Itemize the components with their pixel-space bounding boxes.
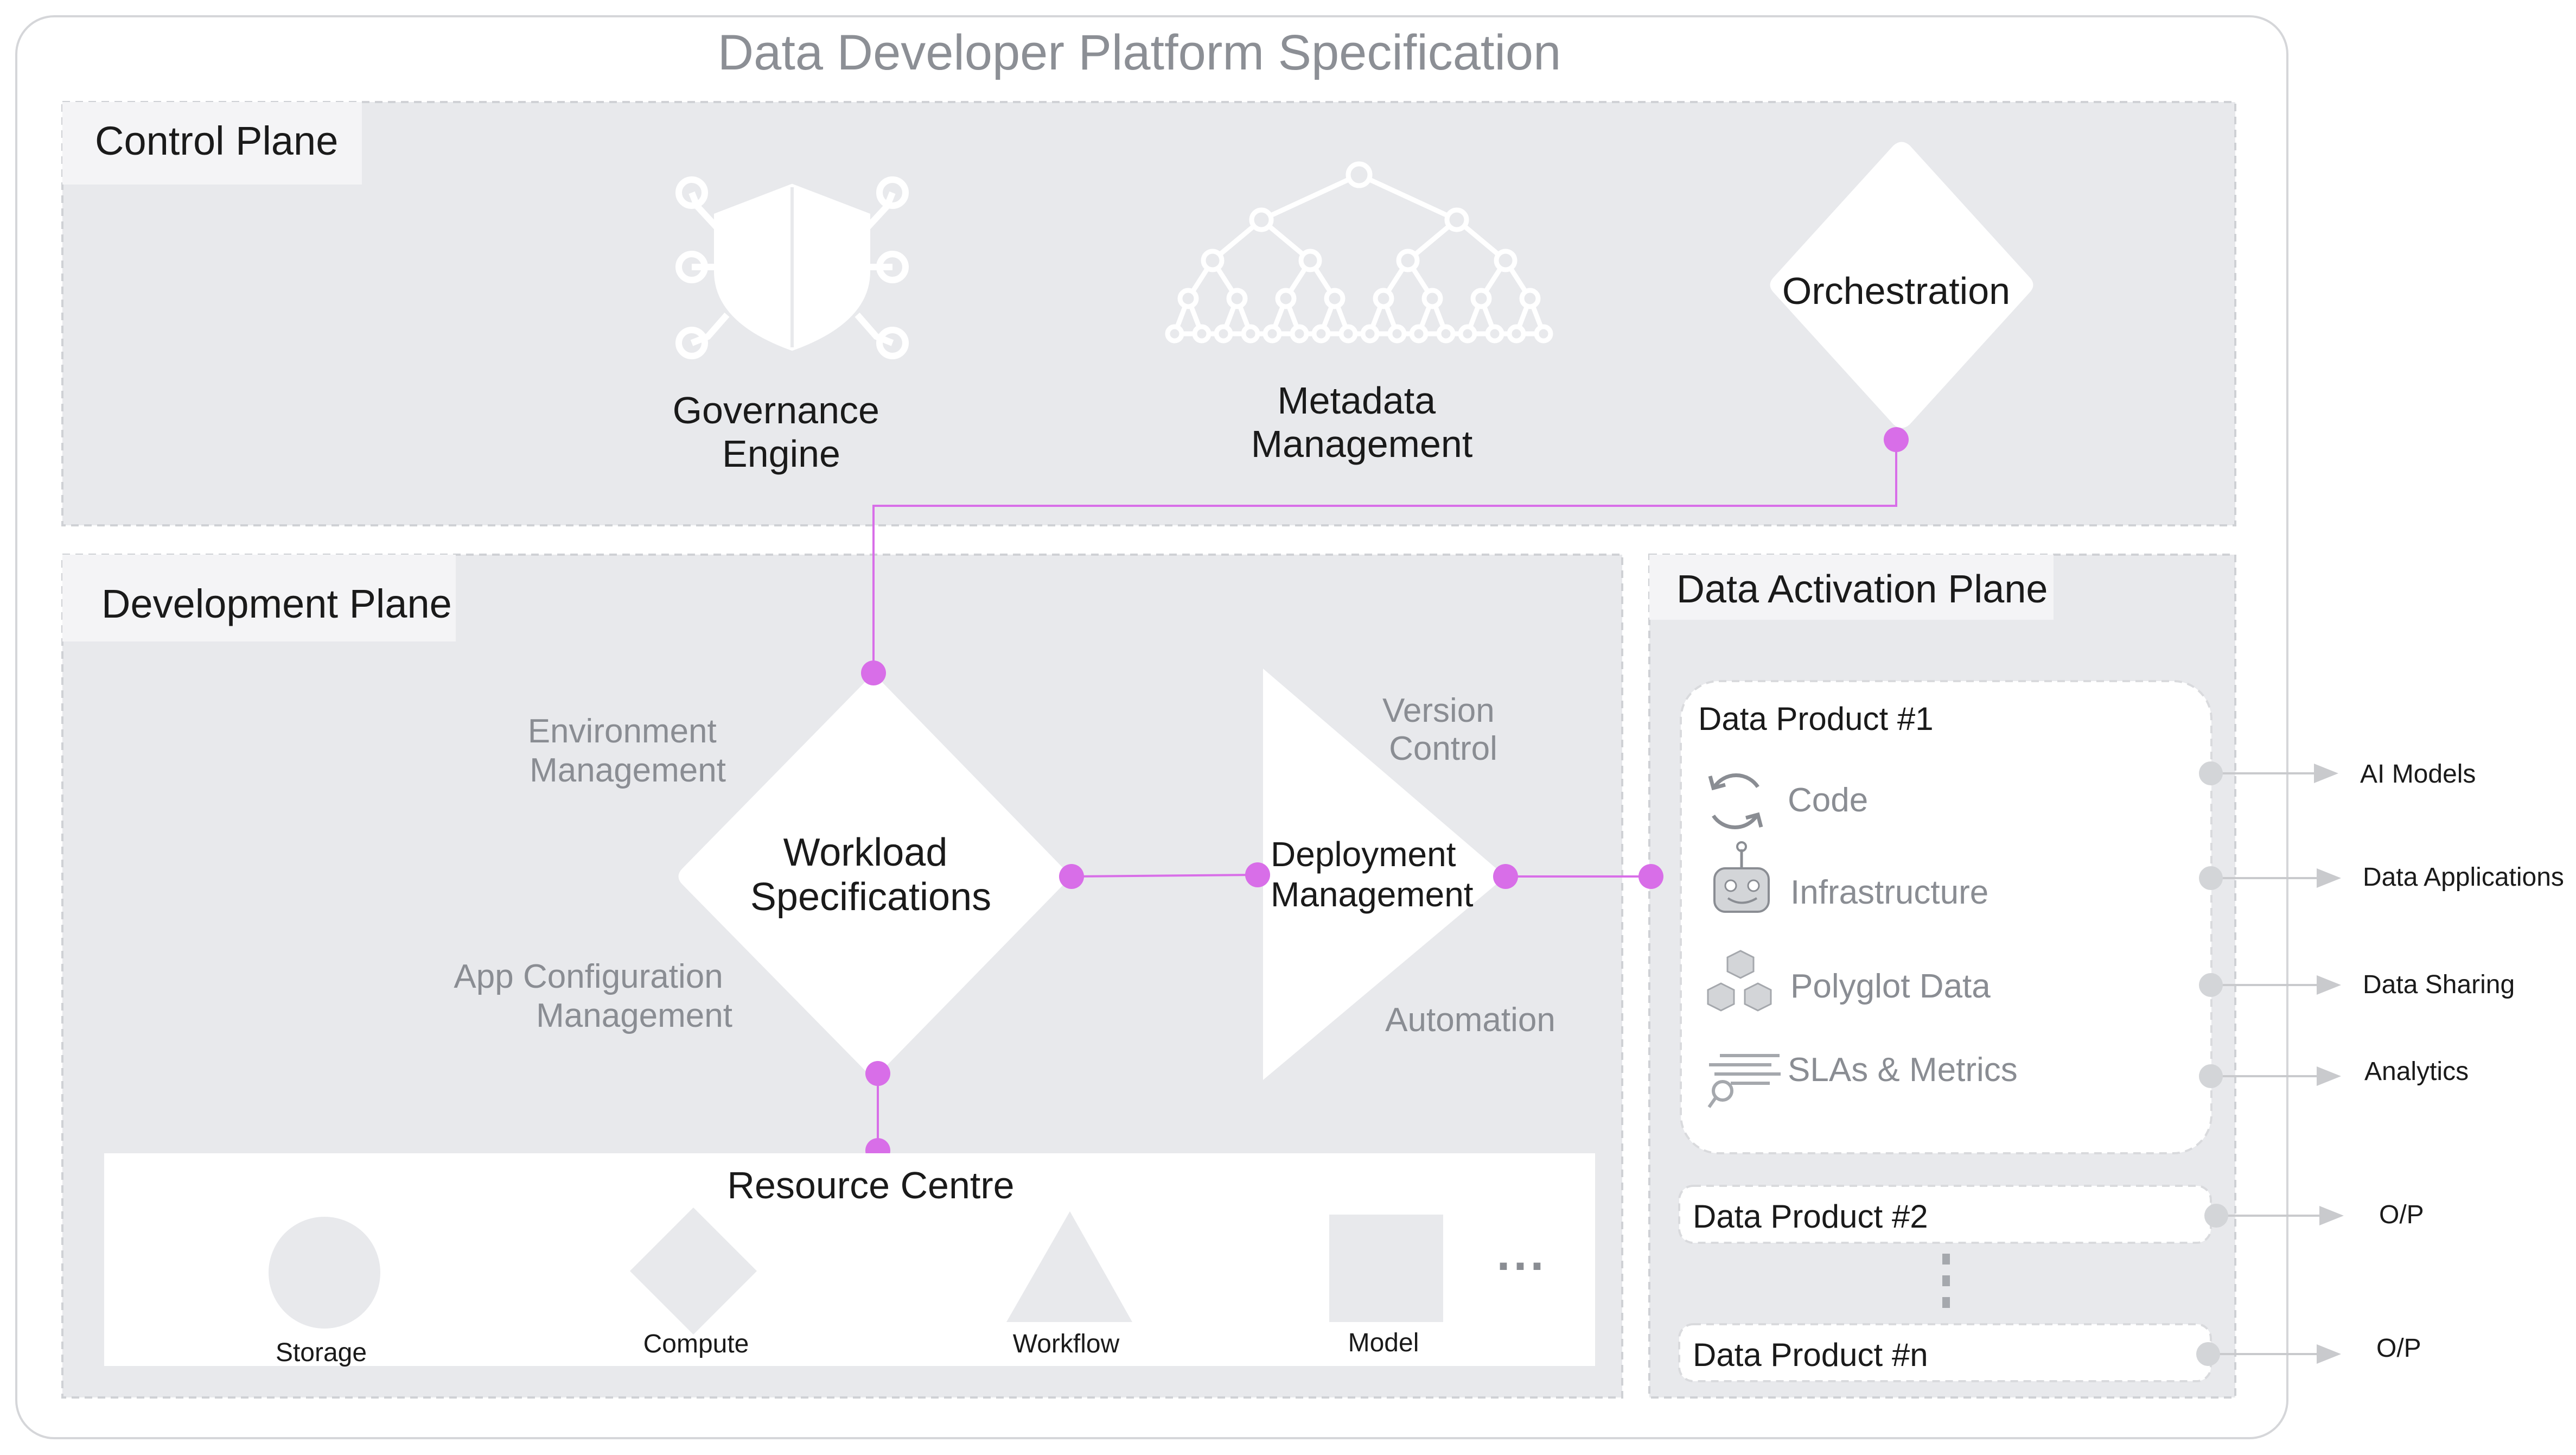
metadata-management-label: Metadata Management [1251,379,1473,465]
output-analytics: Analytics [2364,1057,2469,1086]
output-ai-models: AI Models [2360,760,2476,789]
environment-management-label: Environment Management [528,713,726,789]
deployment-management-triangle [1263,669,1506,1080]
output-data-sharing: Data Sharing [2363,970,2515,999]
output-op-n: O/P [2376,1334,2421,1363]
product-item-code: Code [1788,781,1868,819]
orchestration-label: Orchestration [1782,270,2010,312]
orchestration-diamond [1770,142,2033,428]
control-plane-label-box [62,102,362,185]
workload-bottom-dot [865,1061,890,1086]
page-title: Data Developer Platform Specification [718,25,1561,80]
workload-specifications-diamond [678,678,1068,1075]
output-connector-5 [2204,1204,2344,1228]
data-activation-plane-label-box [1649,555,2054,620]
storage-icon [269,1217,380,1329]
more-resources-indicator: ... [1496,1227,1547,1281]
output-connector-3 [2199,973,2341,997]
deployment-left-dot [1245,862,1270,887]
storage-label: Storage [276,1338,367,1367]
product-item-polyglot-data: Polyglot Data [1790,968,1991,1005]
development-plane-label-box [62,555,456,641]
output-connector-1 [2199,761,2338,785]
refresh-cycle-icon [1708,773,1763,829]
governance-engine-label: Governance Engine [673,389,890,475]
development-plane-label: Development Plane [101,581,452,626]
more-products-indicator [1942,1254,1950,1308]
product-item-infrastructure: Infrastructure [1790,874,1988,911]
output-op-2: O/P [2379,1200,2424,1229]
data-product-n-title: Data Product #n [1693,1337,1928,1373]
product-item-slas-metrics: SLAs & Metrics [1788,1051,2018,1089]
output-connector-4 [2199,1064,2341,1088]
workflow-label: Workflow [1013,1330,1120,1358]
workload-right-dot [1059,864,1084,889]
data-product-2-title: Data Product #2 [1693,1198,1928,1235]
resource-centre-title: Resource Centre [727,1164,1014,1206]
deployment-right-dot [1493,864,1518,889]
version-control-label: Version Control [1382,692,1504,767]
workflow-icon [1006,1211,1132,1322]
data-product-1-title: Data Product #1 [1698,701,1934,737]
activation-input-dot [1638,864,1663,889]
robot-icon [1713,841,1770,913]
output-connector-6 [2196,1342,2341,1366]
model-label: Model [1348,1329,1419,1357]
data-activation-plane-label: Data Activation Plane [1676,568,2048,611]
control-plane-label: Control Plane [95,118,338,163]
shield-icon [675,176,909,359]
automation-label: Automation [1385,1001,1555,1039]
cubes-icon [1707,950,1772,1012]
workload-to-deployment-connector [1071,874,1258,878]
workload-specifications-label: Workload Specifications [750,831,991,919]
data-product-1-card [1680,680,2212,1154]
compute-icon [630,1208,757,1335]
deployment-management-label: Deployment Management [1271,835,1474,914]
model-icon [1329,1215,1443,1322]
output-data-applications: Data Applications [2363,863,2564,892]
metrics-search-icon [1707,1054,1781,1108]
orchestration-connector-dot [1884,427,1909,452]
hierarchy-tree-icon [1165,161,1553,344]
workload-top-dot [861,660,886,685]
app-configuration-management-label: App Configuration Management [454,958,732,1034]
compute-label: Compute [643,1330,749,1358]
output-connector-2 [2199,866,2341,890]
orchestration-to-workload-connector [872,440,1897,673]
